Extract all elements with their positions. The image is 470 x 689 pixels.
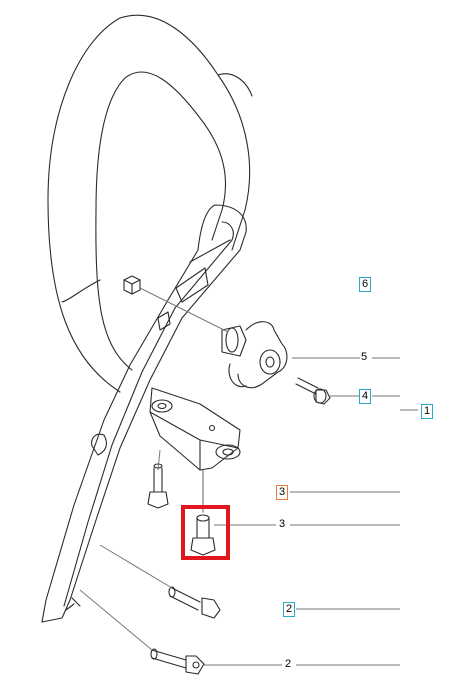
callout-5[interactable]: 5 xyxy=(361,351,368,363)
long-screw-upper xyxy=(168,586,221,619)
mounting-bracket xyxy=(149,387,241,471)
callout-2[interactable]: 2 xyxy=(285,658,292,670)
screw-part-3-left xyxy=(147,463,169,509)
long-screw-lower xyxy=(150,648,205,675)
leader-lines xyxy=(79,287,418,666)
callout-3[interactable]: 3 xyxy=(279,518,286,530)
adjustment-knob xyxy=(221,321,288,389)
highlight-box xyxy=(181,505,230,560)
handle-grip-bracket xyxy=(41,204,247,623)
hex-nut xyxy=(123,275,141,295)
front-handle-tube xyxy=(47,14,253,393)
callout-2-boxed[interactable]: 2 xyxy=(283,602,296,617)
screw-part-4 xyxy=(295,377,331,405)
callout-1[interactable]: 1 xyxy=(421,404,434,419)
callout-6[interactable]: 6 xyxy=(359,277,372,292)
callout-4[interactable]: 4 xyxy=(359,389,372,404)
callout-3-boxed[interactable]: 3 xyxy=(276,485,289,500)
